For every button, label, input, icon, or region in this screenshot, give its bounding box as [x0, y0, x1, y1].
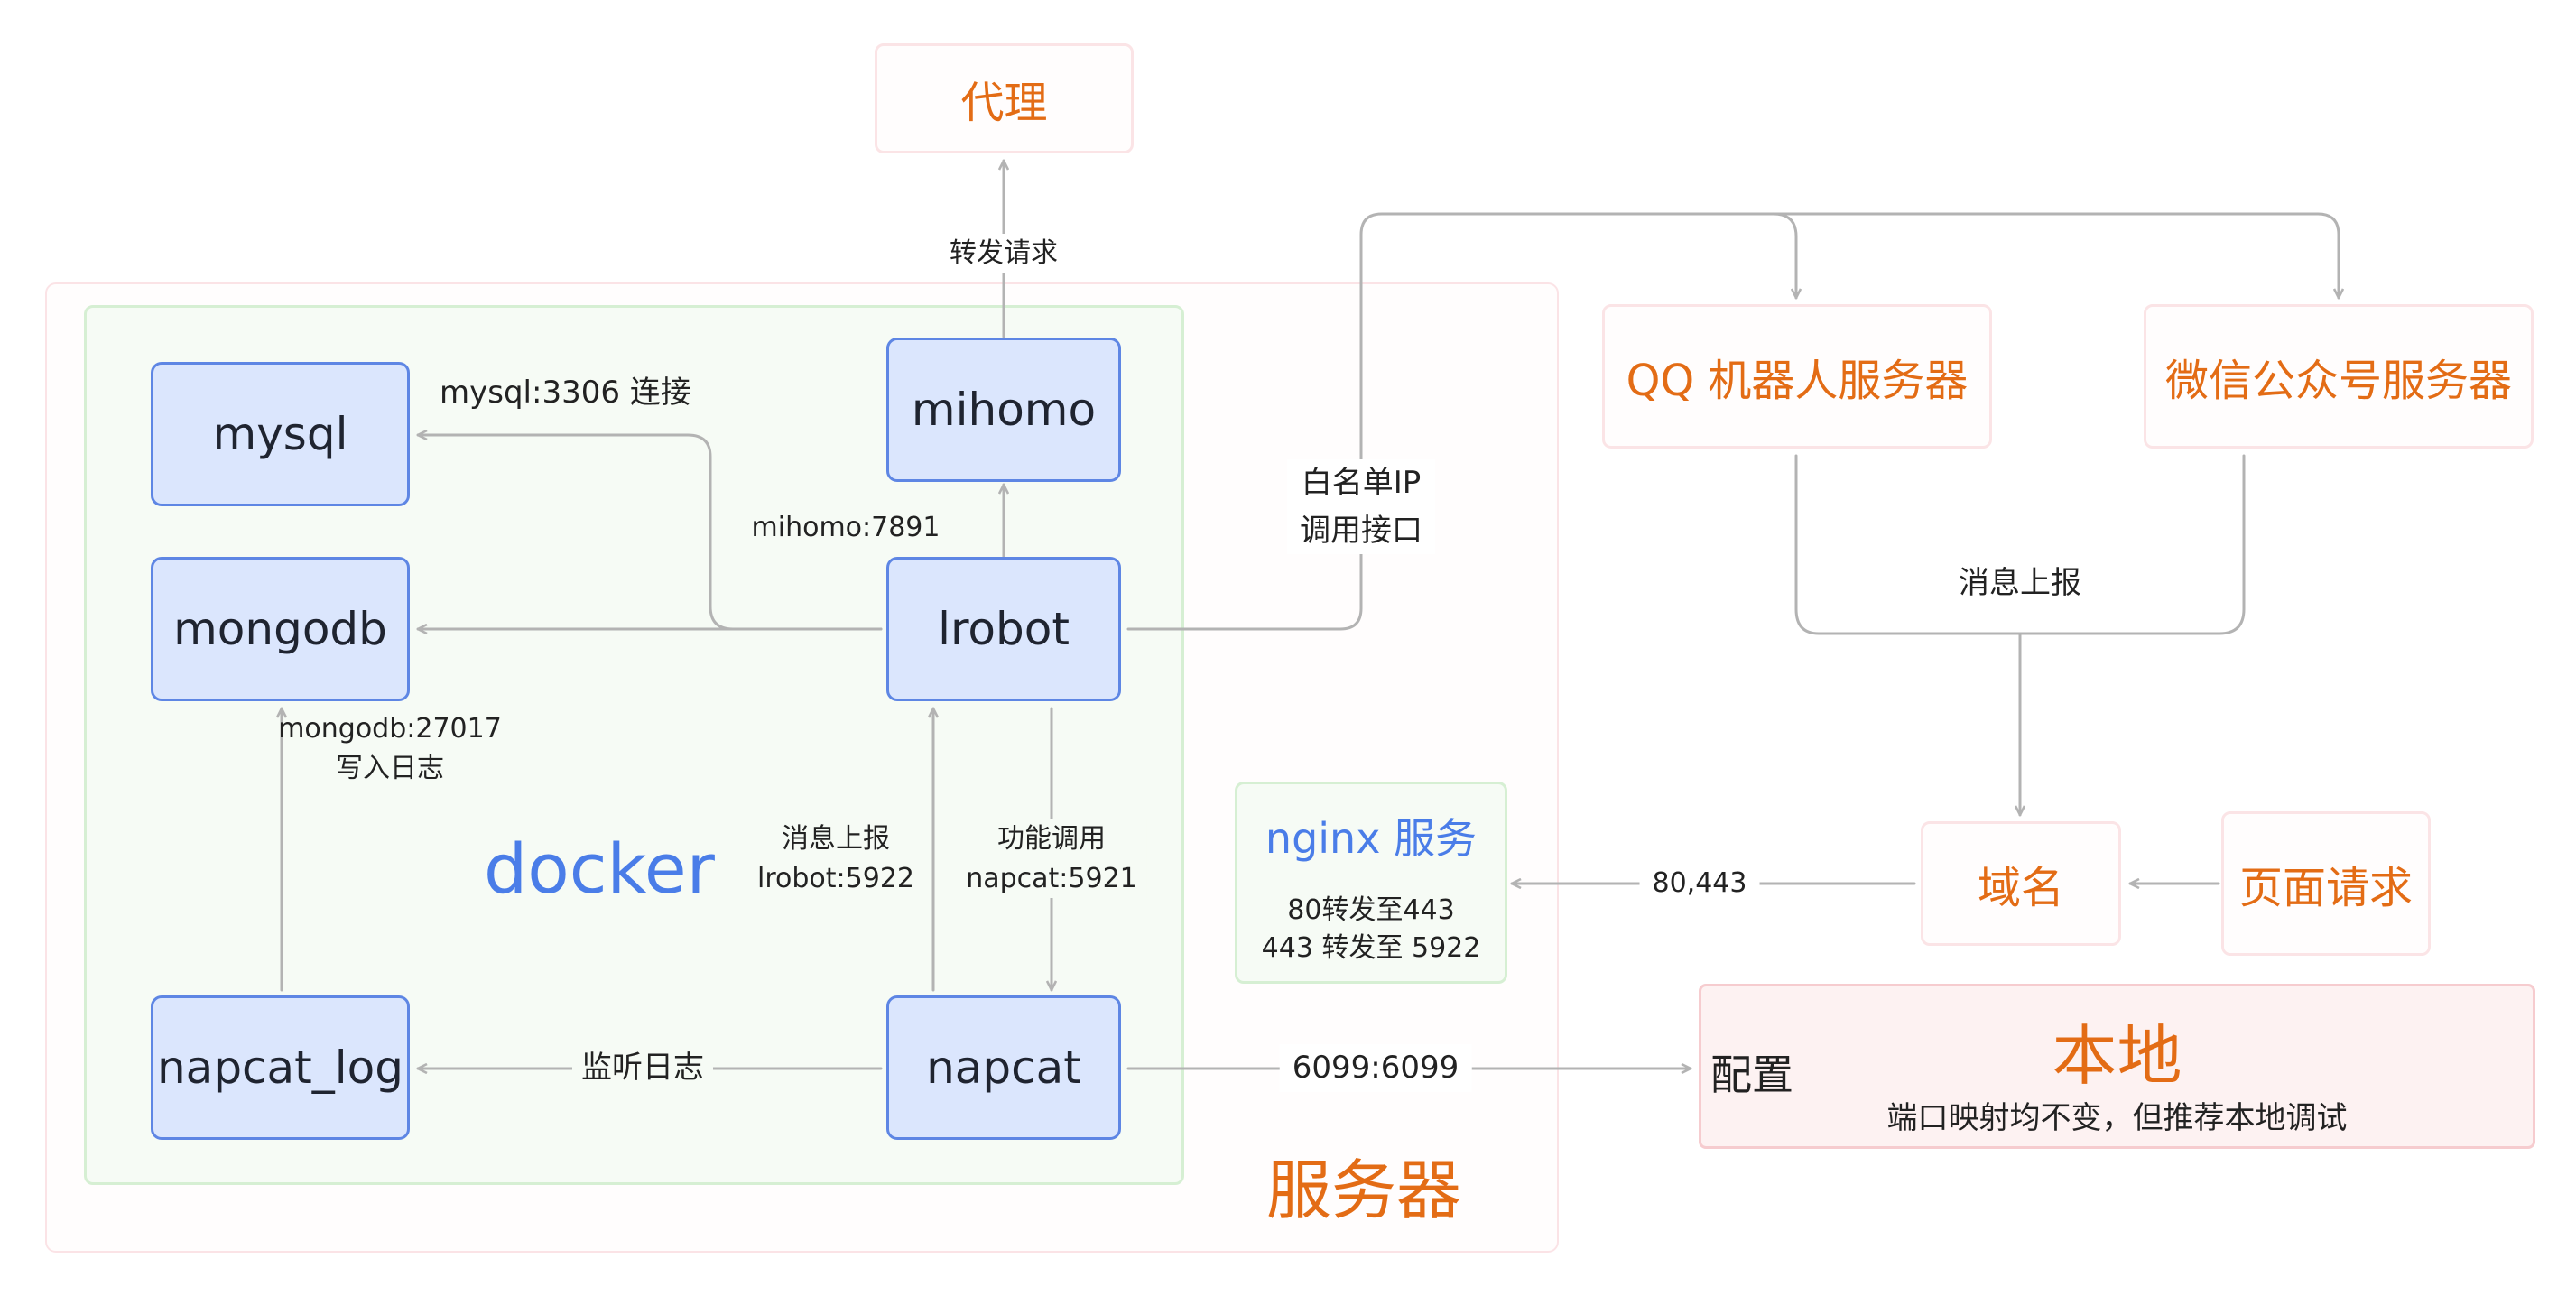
- node-page-request-label: 页面请求: [2238, 863, 2413, 913]
- edge-label-forward-request: 转发请求: [937, 234, 1070, 273]
- node-mihomo-label: mihomo: [911, 384, 1097, 436]
- report-line-2: lrobot:5922: [757, 862, 914, 894]
- node-wechat-server-label: 微信公众号服务器: [2164, 356, 2512, 406]
- local-note: 端口映射均不变，但推荐本地调试: [1886, 1100, 2348, 1136]
- edge-label-call: 功能调用 napcat:5921: [957, 819, 1146, 898]
- write-log-text: 写入日志: [336, 752, 444, 784]
- node-proxy-label: 代理: [960, 78, 1048, 128]
- node-mongodb-label: mongodb: [173, 603, 387, 655]
- node-qq-server: QQ 机器人服务器: [1602, 304, 1992, 449]
- report-line-1: 消息上报: [781, 823, 890, 855]
- edge-label-mysql-connect: mysql:3306 连接: [440, 375, 691, 411]
- local-config-label: 配置: [1710, 1051, 1793, 1099]
- node-napcat: napcat: [886, 995, 1121, 1140]
- server-label: 服务器: [1266, 1153, 1462, 1228]
- node-mysql-label: mysql: [212, 408, 348, 460]
- whitelist-line-2: 调用接口: [1300, 512, 1422, 549]
- node-wechat-server: 微信公众号服务器: [2144, 304, 2534, 449]
- node-domain-label: 域名: [1977, 863, 2064, 913]
- edge-label-whitelist: 白名单IP 调用接口: [1287, 459, 1435, 555]
- edge-label-report: 消息上报 lrobot:5922: [757, 819, 914, 898]
- edge-label-80-443: 80,443: [1639, 864, 1760, 903]
- node-domain: 域名: [1921, 821, 2121, 946]
- edge-label-message-report-top: 消息上报: [1946, 560, 2094, 607]
- nginx-title: nginx 服务: [1265, 814, 1478, 863]
- node-napcat-label: napcat: [926, 1041, 1081, 1094]
- call-line-2: napcat:5921: [957, 858, 1146, 898]
- node-page-request: 页面请求: [2221, 811, 2431, 956]
- local-title: 本地: [2052, 1018, 2182, 1094]
- whitelist-line-1: 白名单IP: [1301, 465, 1422, 501]
- nginx-rule-2: 443 转发至 5922: [1261, 932, 1481, 964]
- nginx-rule-1: 80转发至443: [1287, 894, 1455, 926]
- node-local: 本地 配置 端口映射均不变，但推荐本地调试: [1699, 984, 2535, 1149]
- node-mongodb: mongodb: [151, 557, 410, 701]
- node-qq-server-label: QQ 机器人服务器: [1626, 356, 1969, 406]
- mongodb-port-text: mongodb:27017: [278, 713, 502, 745]
- node-lrobot-label: lrobot: [938, 603, 1070, 655]
- node-napcat-log: napcat_log: [151, 995, 410, 1140]
- edge-label-mongodb-log: mongodb:27017 写入日志: [278, 709, 502, 788]
- node-mysql: mysql: [151, 362, 410, 506]
- node-proxy: 代理: [875, 43, 1134, 153]
- node-nginx: nginx 服务 80转发至443 443 转发至 5922: [1235, 782, 1507, 984]
- edge-label-listen-log: 监听日志: [572, 1044, 713, 1092]
- node-lrobot: lrobot: [886, 557, 1121, 701]
- edge-lrobot-whitelist: [1126, 212, 2339, 631]
- call-line-1: 功能调用: [957, 819, 1146, 859]
- node-napcat-log-label: napcat_log: [156, 1041, 404, 1094]
- edge-whitelist-qq: [1772, 212, 1796, 300]
- edge-label-6099: 6099:6099: [1279, 1044, 1472, 1092]
- edge-reports-domain: [1794, 454, 2246, 815]
- edge-label-mihomo-port: mihomo:7891: [742, 508, 950, 548]
- docker-label: docker: [484, 829, 715, 909]
- node-mihomo: mihomo: [886, 338, 1121, 482]
